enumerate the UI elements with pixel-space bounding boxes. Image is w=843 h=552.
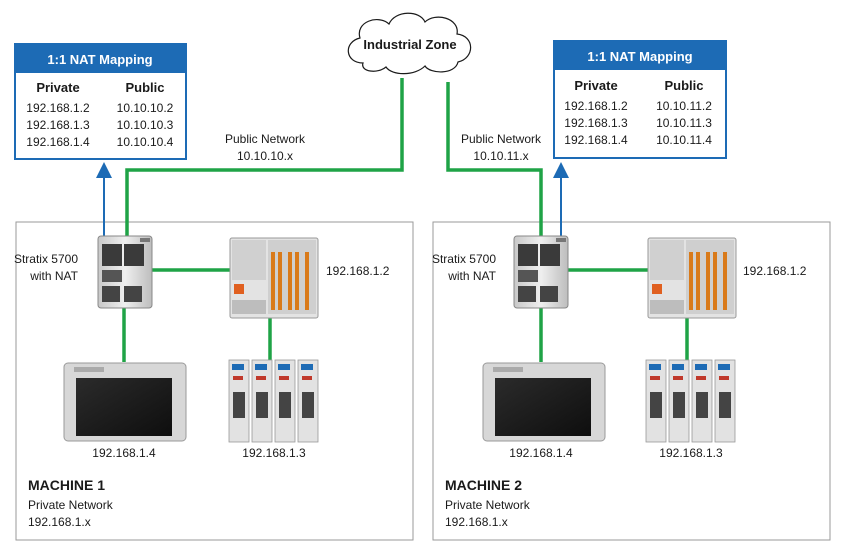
nat-table-1-title: 1:1 NAT Mapping — [47, 52, 152, 67]
nat-table-1-public-cell: 10.10.10.4 — [117, 135, 174, 149]
drives-ip-2: 192.168.1.3 — [659, 446, 723, 460]
nat-table-2-public-cell: 10.10.11.4 — [656, 133, 712, 147]
nat-table-2-public-cell: 10.10.11.2 — [656, 99, 712, 113]
private-network-addr-1: 192.168.1.x — [28, 515, 91, 529]
controller-icon — [647, 237, 737, 319]
controller-icon — [229, 237, 319, 319]
private-links-machine-1 — [122, 268, 272, 362]
public-network-addr-1: 10.10.10.x — [237, 149, 293, 163]
nat-table-1-private-cell: 192.168.1.3 — [26, 118, 90, 132]
nat-table-1-public-header: Public — [125, 80, 164, 95]
machine-title-1: MACHINE 1 — [28, 477, 105, 493]
nat-table-1-private-cell: 192.168.1.2 — [26, 101, 90, 115]
public-network-label-2: Public Network — [461, 132, 542, 146]
machine-1-frame — [15, 221, 414, 541]
nat-table-2-public-header: Public — [664, 78, 703, 93]
nat-table-2-private-cell: 192.168.1.3 — [564, 116, 628, 130]
public-network-label-1: Public Network — [225, 132, 306, 146]
switch-label-2b: with NAT — [447, 269, 496, 283]
private-links-machine-2 — [539, 268, 689, 362]
nat-table-1-private-cell: 192.168.1.4 — [26, 135, 90, 149]
nat-table-1: 1:1 NAT Mapping Private Public 192.168.1… — [14, 43, 187, 160]
machine-title-2: MACHINE 2 — [445, 477, 522, 493]
servo-drives-icon — [645, 359, 736, 443]
hmi-panel-icon — [482, 362, 606, 442]
nat-table-2-title: 1:1 NAT Mapping — [587, 49, 692, 64]
nat-table-2-public-cell: 10.10.11.3 — [656, 116, 712, 130]
nat-table-2-private-cell: 192.168.1.4 — [564, 133, 628, 147]
nat-table-2-private-cell: 192.168.1.2 — [564, 99, 628, 113]
nat-table-1-private-header: Private — [36, 80, 79, 95]
switch-label-1a: Stratix 5700 — [14, 252, 78, 266]
nat-table-2-private-header: Private — [574, 78, 617, 93]
nat-table-1-public-cell: 10.10.10.2 — [117, 101, 174, 115]
drives-ip-1: 192.168.1.3 — [242, 446, 306, 460]
controller-ip-1: 192.168.1.2 — [326, 264, 390, 278]
nat-table-2: 1:1 NAT Mapping Private Public 192.168.1… — [553, 40, 727, 159]
nat-table-1-public-cell: 10.10.10.3 — [117, 118, 174, 132]
private-network-addr-2: 192.168.1.x — [445, 515, 508, 529]
public-links — [125, 78, 543, 243]
private-network-label-1: Private Network — [28, 498, 114, 512]
stratix-switch-icon — [97, 235, 153, 309]
stratix-switch-icon — [513, 235, 569, 309]
private-network-label-2: Private Network — [445, 498, 531, 512]
switch-label-2a: Stratix 5700 — [432, 252, 496, 266]
cloud-label: Industrial Zone — [363, 37, 456, 52]
switch-label-1b: with NAT — [29, 269, 78, 283]
hmi-ip-2: 192.168.1.4 — [509, 446, 573, 460]
public-network-addr-2: 10.10.11.x — [473, 149, 528, 163]
controller-ip-2: 192.168.1.2 — [743, 264, 807, 278]
hmi-panel-icon — [63, 362, 187, 442]
industrial-zone-cloud: Industrial Zone — [347, 12, 472, 75]
servo-drives-icon — [228, 359, 319, 443]
machine-2-frame — [432, 221, 831, 541]
hmi-ip-1: 192.168.1.4 — [92, 446, 156, 460]
